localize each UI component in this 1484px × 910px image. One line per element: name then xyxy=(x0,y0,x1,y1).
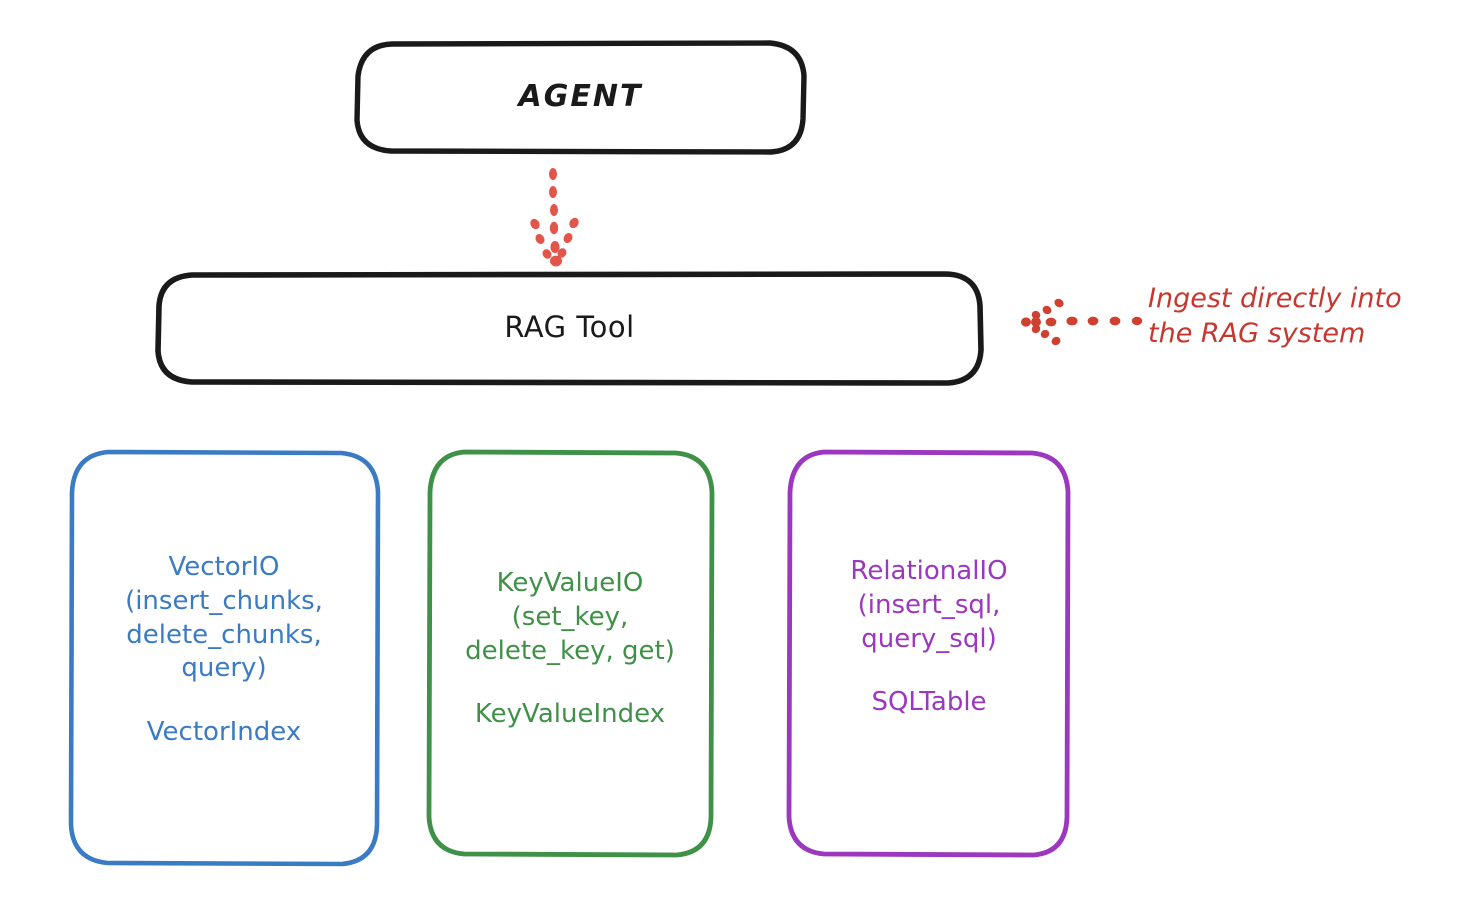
node-vector-io-sublabel: VectorIndex xyxy=(146,717,302,748)
spacer xyxy=(850,656,1007,686)
node-key-value-io-content: KeyValueIO (set_key, delete_key, get) Ke… xyxy=(465,567,675,732)
node-relational-io-content: RelationalIO (insert_sql, query_sql) SQL… xyxy=(850,555,1007,720)
ingest-to-rag-connector xyxy=(1021,298,1143,346)
spacer xyxy=(125,686,323,716)
node-key-value-io-label: KeyValueIO (set_key, delete_key, get) xyxy=(465,567,675,666)
node-agent-label: AGENT xyxy=(518,78,643,114)
spacer xyxy=(465,668,675,698)
node-relational-io-label: RelationalIO (insert_sql, query_sql) xyxy=(850,555,1008,654)
node-relational-io-sublabel: SQLTable xyxy=(871,687,987,718)
node-rag-tool[interactable]: RAG Tool xyxy=(157,272,982,383)
node-vector-io[interactable]: VectorIO (insert_chunks, delete_chunks, … xyxy=(70,450,378,865)
node-key-value-io-sublabel: KeyValueIndex xyxy=(474,699,666,730)
node-vector-io-content: VectorIO (insert_chunks, delete_chunks, … xyxy=(125,551,323,750)
annotation-ingest: Ingest directly into the RAG system xyxy=(1148,283,1402,350)
node-rag-tool-label: RAG Tool xyxy=(504,309,635,344)
agent-to-rag-connector xyxy=(530,168,579,267)
node-agent[interactable]: AGENT xyxy=(356,41,805,153)
node-key-value-io[interactable]: KeyValueIO (set_key, delete_key, get) Ke… xyxy=(428,450,712,855)
node-relational-io[interactable]: RelationalIO (insert_sql, query_sql) SQL… xyxy=(790,450,1068,855)
node-vector-io-label: VectorIO (insert_chunks, delete_chunks, … xyxy=(125,552,323,684)
